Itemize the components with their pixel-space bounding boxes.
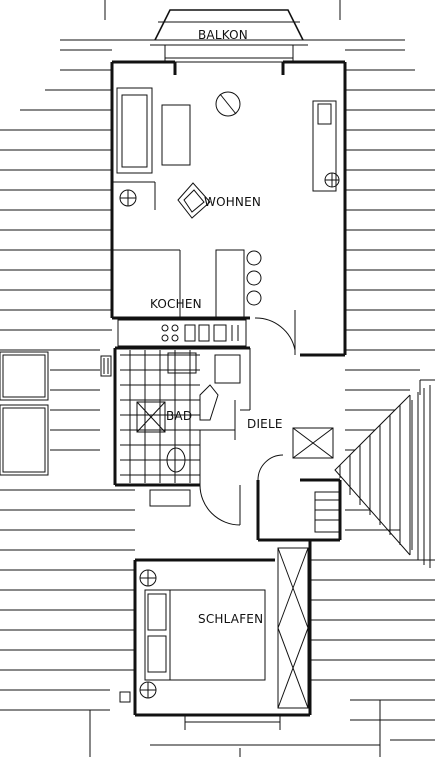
room-label-wohnen: WOHNEN [204, 195, 261, 209]
room-label-balkon: BALKON [198, 28, 248, 42]
room-label-kochen: KOCHEN [150, 297, 202, 311]
exterior-walls [110, 60, 347, 717]
roof-hatching-right [310, 49, 435, 741]
room-label-bad: BAD [166, 409, 192, 423]
bathroom [100, 348, 251, 485]
bottom-rail [89, 700, 381, 757]
hall-fixtures [149, 310, 341, 533]
living-room-furniture [112, 87, 340, 319]
bedroom-furniture [119, 547, 309, 709]
room-label-schlafen: SCHLAFEN [198, 612, 263, 626]
balcony [60, 0, 405, 63]
room-label-diele: DIELE [247, 417, 283, 431]
roof-hatching-left [0, 49, 135, 711]
kitchen-counter [117, 319, 247, 347]
roof-hip-right [334, 379, 435, 568]
